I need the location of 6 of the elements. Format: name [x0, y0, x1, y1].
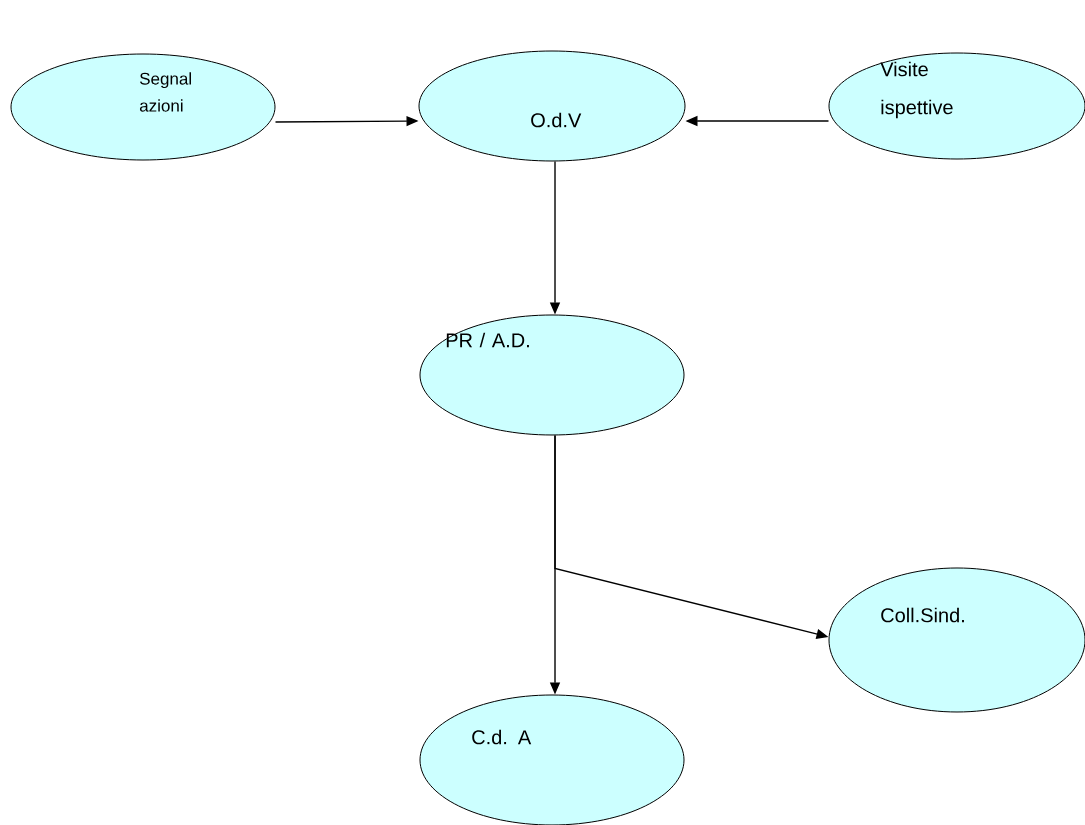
- ellipse-node: PR / A.D.: [419, 314, 685, 436]
- ellipse-node: Coll.Sind.: [828, 567, 1085, 713]
- ellipse-node: O.d.V: [418, 50, 686, 162]
- ellipse-node: C.d. A: [419, 694, 685, 825]
- ellipse-node: Visite ispettive: [828, 52, 1085, 160]
- ellipse-node: Segnal azioni: [10, 53, 276, 161]
